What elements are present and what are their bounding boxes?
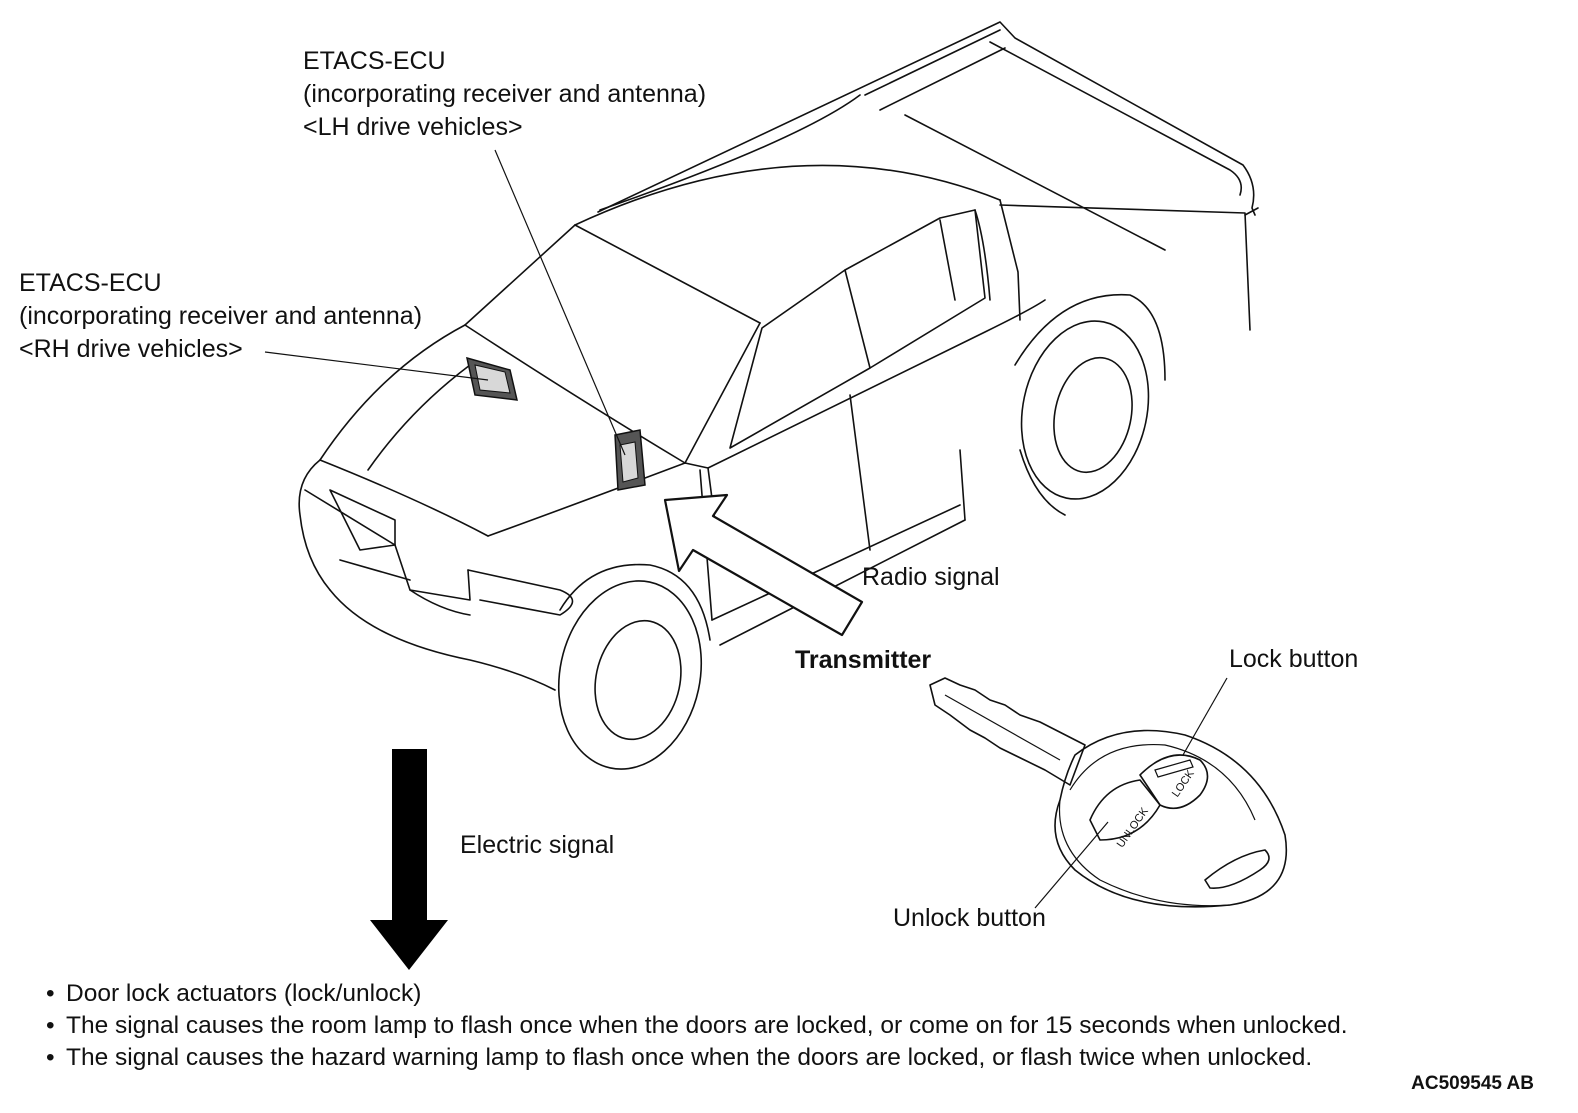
transmitter-label: Transmitter (795, 646, 932, 674)
electric-signal-arrow (370, 749, 448, 970)
unlock-button-leader-line (1034, 821, 1109, 909)
unlock-button-text: UNLOCK (1115, 805, 1152, 850)
electric-signal-label: Electric signal (460, 831, 615, 859)
bullet-item: • The signal causes the hazard warning la… (46, 1042, 1312, 1074)
bullet-item: • The signal causes the room lamp to flas… (46, 1010, 1348, 1042)
ecu-rh-label: ETACS-ECU (incorporating receiver and an… (19, 267, 422, 366)
ecu-lh-label-line3: <LH drive vehicles> (303, 113, 523, 141)
ecu-lh-label-line2: (incorporating receiver and antenna) (303, 80, 707, 108)
pickup-truck-illustration (298, 21, 1259, 770)
ecu-rh-module (466, 356, 518, 401)
figure-code: AC509545 AB (1411, 1073, 1534, 1094)
bullet-item: • Door lock actuators (lock/unlock) (46, 978, 421, 1010)
ecu-lh-label: ETACS-ECU (incorporating receiver and an… (303, 45, 706, 144)
ecu-rh-label-line2: (incorporating receiver and antenna) (19, 302, 423, 330)
lock-button-label: Lock button (1229, 645, 1359, 673)
bullet-symbol: • (46, 1044, 55, 1071)
radio-signal-arrow (663, 493, 864, 637)
ecu-lh-leader-line (494, 149, 626, 456)
ecu-lh-label-line1: ETACS-ECU (303, 47, 446, 75)
ecu-rh-label-line1: ETACS-ECU (19, 269, 162, 297)
unlock-button-label: Unlock button (893, 904, 1046, 932)
bullet-text: Door lock actuators (lock/unlock) (66, 980, 422, 1007)
bullet-symbol: • (46, 980, 55, 1007)
ecu-lh-module (614, 429, 646, 491)
lock-button-leader-line (1182, 677, 1228, 756)
lock-button: LOCK (1139, 754, 1209, 810)
bullet-symbol: • (46, 1012, 55, 1039)
transmitter-key-illustration: LOCK UNLOCK (929, 677, 1287, 908)
ecu-rh-leader-line (264, 351, 489, 381)
bullet-text: The signal causes the hazard warning lam… (66, 1044, 1313, 1071)
bullet-text: The signal causes the room lamp to flash… (66, 1012, 1348, 1039)
radio-signal-label: Radio signal (862, 563, 1000, 591)
ecu-rh-label-line3: <RH drive vehicles> (19, 335, 243, 363)
